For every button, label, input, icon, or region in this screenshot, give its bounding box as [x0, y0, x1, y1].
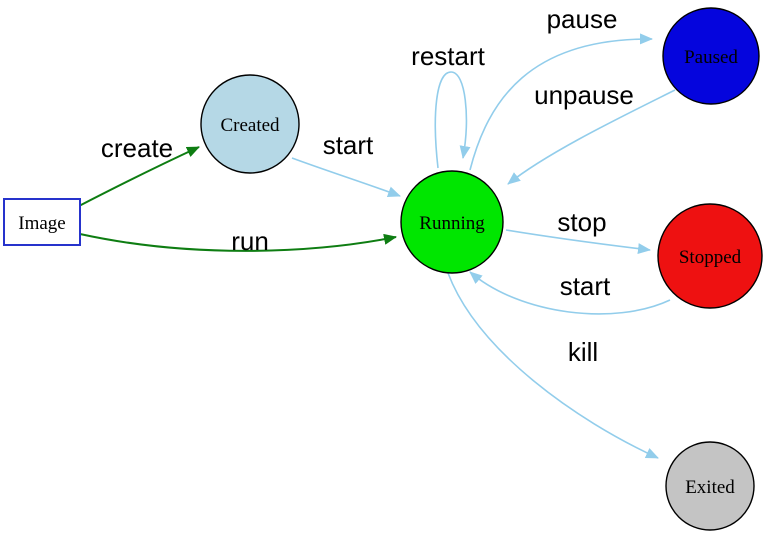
node-running-label: Running — [419, 213, 485, 234]
node-paused: Paused — [662, 7, 760, 105]
edge-label-pause: pause — [547, 4, 618, 34]
node-exited-label: Exited — [685, 477, 735, 498]
edge-create — [78, 146, 200, 207]
node-stopped-label: Stopped — [679, 247, 742, 268]
edge-label-run: run — [231, 226, 269, 256]
exited-circle — [665, 441, 755, 531]
edge-stop — [505, 229, 651, 255]
node-image: Image — [3, 198, 81, 246]
image-box — [3, 198, 81, 246]
node-created: Created — [200, 74, 300, 174]
edge-label-create: create — [101, 133, 173, 163]
node-stopped: Stopped — [657, 203, 763, 309]
node-paused-label: Paused — [684, 47, 738, 68]
node-running: Running — [400, 170, 504, 274]
stopped-circle — [657, 203, 763, 309]
edge-kill — [447, 272, 659, 459]
paused-circle — [662, 7, 760, 105]
edge-restart-self-loop — [434, 71, 471, 169]
edge-label-start-created: start — [323, 130, 374, 160]
node-exited: Exited — [665, 441, 755, 531]
edge-label-unpause: unpause — [534, 80, 634, 110]
edge-label-kill: kill — [568, 337, 598, 367]
node-created-label: Created — [220, 115, 280, 136]
running-circle — [400, 170, 504, 274]
edge-run — [79, 233, 397, 252]
edge-label-start-stopped: start — [560, 271, 611, 301]
created-circle — [200, 74, 300, 174]
edge-unpause — [507, 89, 676, 185]
node-image-label: Image — [18, 213, 65, 234]
edge-label-stop: stop — [557, 207, 606, 237]
edge-pause — [469, 33, 653, 171]
edge-start-created-running — [291, 157, 401, 197]
edge-label-restart: restart — [411, 41, 485, 71]
edge-start-stopped-running — [469, 271, 671, 315]
